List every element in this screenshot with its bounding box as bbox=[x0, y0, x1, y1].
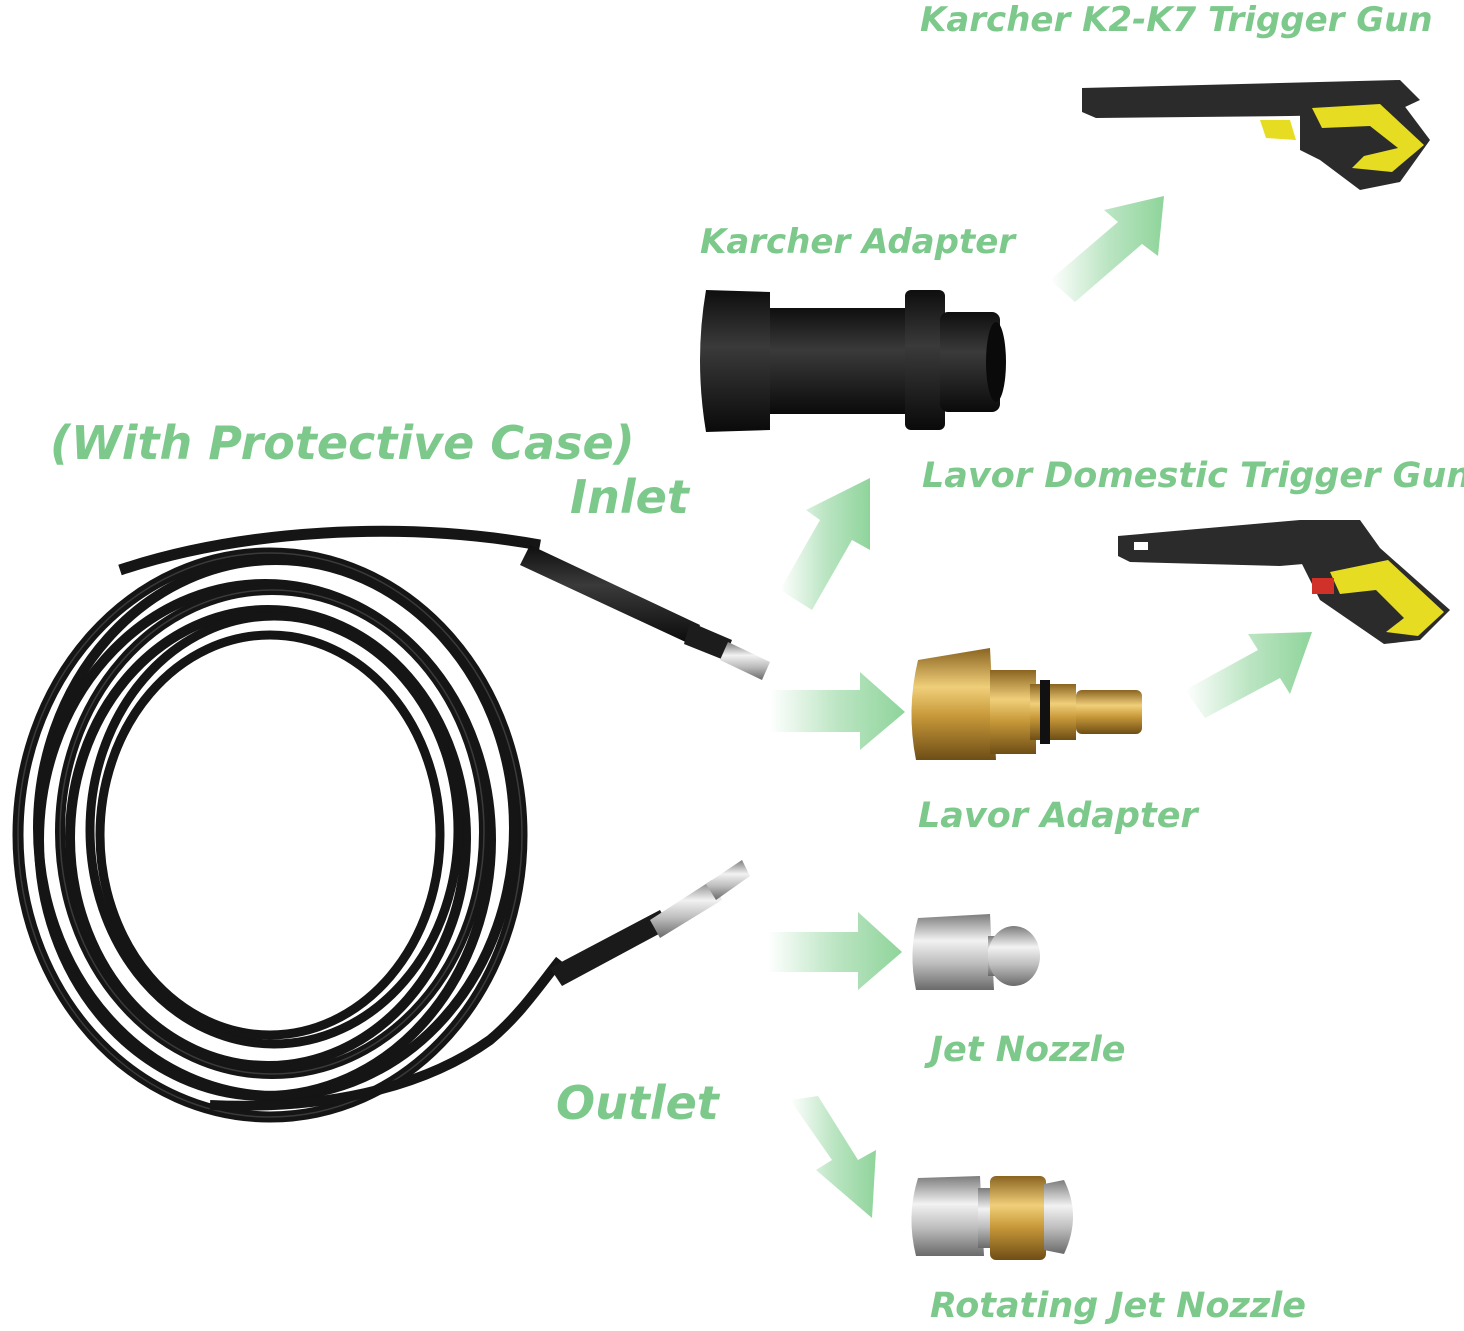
label-outlet: Outlet bbox=[556, 1076, 719, 1130]
arrow-to-lavor-adapter bbox=[770, 672, 905, 750]
arrow-to-karcher-adapter bbox=[780, 478, 870, 610]
outlet-hose-end bbox=[209, 860, 750, 1111]
arrow-to-lavor-gun bbox=[1185, 632, 1312, 718]
label-jet-nozzle: Jet Nozzle bbox=[930, 1030, 1126, 1070]
lavor-adapter bbox=[911, 648, 1142, 760]
arrow-to-karcher-gun bbox=[1050, 196, 1164, 302]
label-karcher-adapter: Karcher Adapter bbox=[700, 222, 1016, 262]
label-rotating-jet-nozzle: Rotating Jet Nozzle bbox=[930, 1286, 1306, 1326]
karcher-adapter bbox=[700, 290, 1006, 432]
arrow-to-jet-nozzle bbox=[768, 912, 902, 990]
label-lavor-adapter: Lavor Adapter bbox=[918, 796, 1198, 836]
rotating-jet-nozzle bbox=[911, 1176, 1073, 1260]
lavor-trigger-gun bbox=[1118, 520, 1450, 644]
jet-nozzle bbox=[912, 914, 1040, 990]
inlet-hose-end bbox=[118, 525, 770, 680]
label-protective-case: (With Protective Case) bbox=[50, 416, 635, 470]
label-inlet: Inlet bbox=[570, 470, 689, 524]
label-lavor-trigger-gun: Lavor Domestic Trigger Gun bbox=[922, 456, 1464, 496]
label-karcher-trigger-gun: Karcher K2-K7 Trigger Gun bbox=[920, 0, 1433, 40]
hose-coil bbox=[12, 547, 528, 1123]
arrow-to-rotating-nozzle bbox=[790, 1096, 876, 1218]
karcher-trigger-gun bbox=[1082, 80, 1430, 190]
